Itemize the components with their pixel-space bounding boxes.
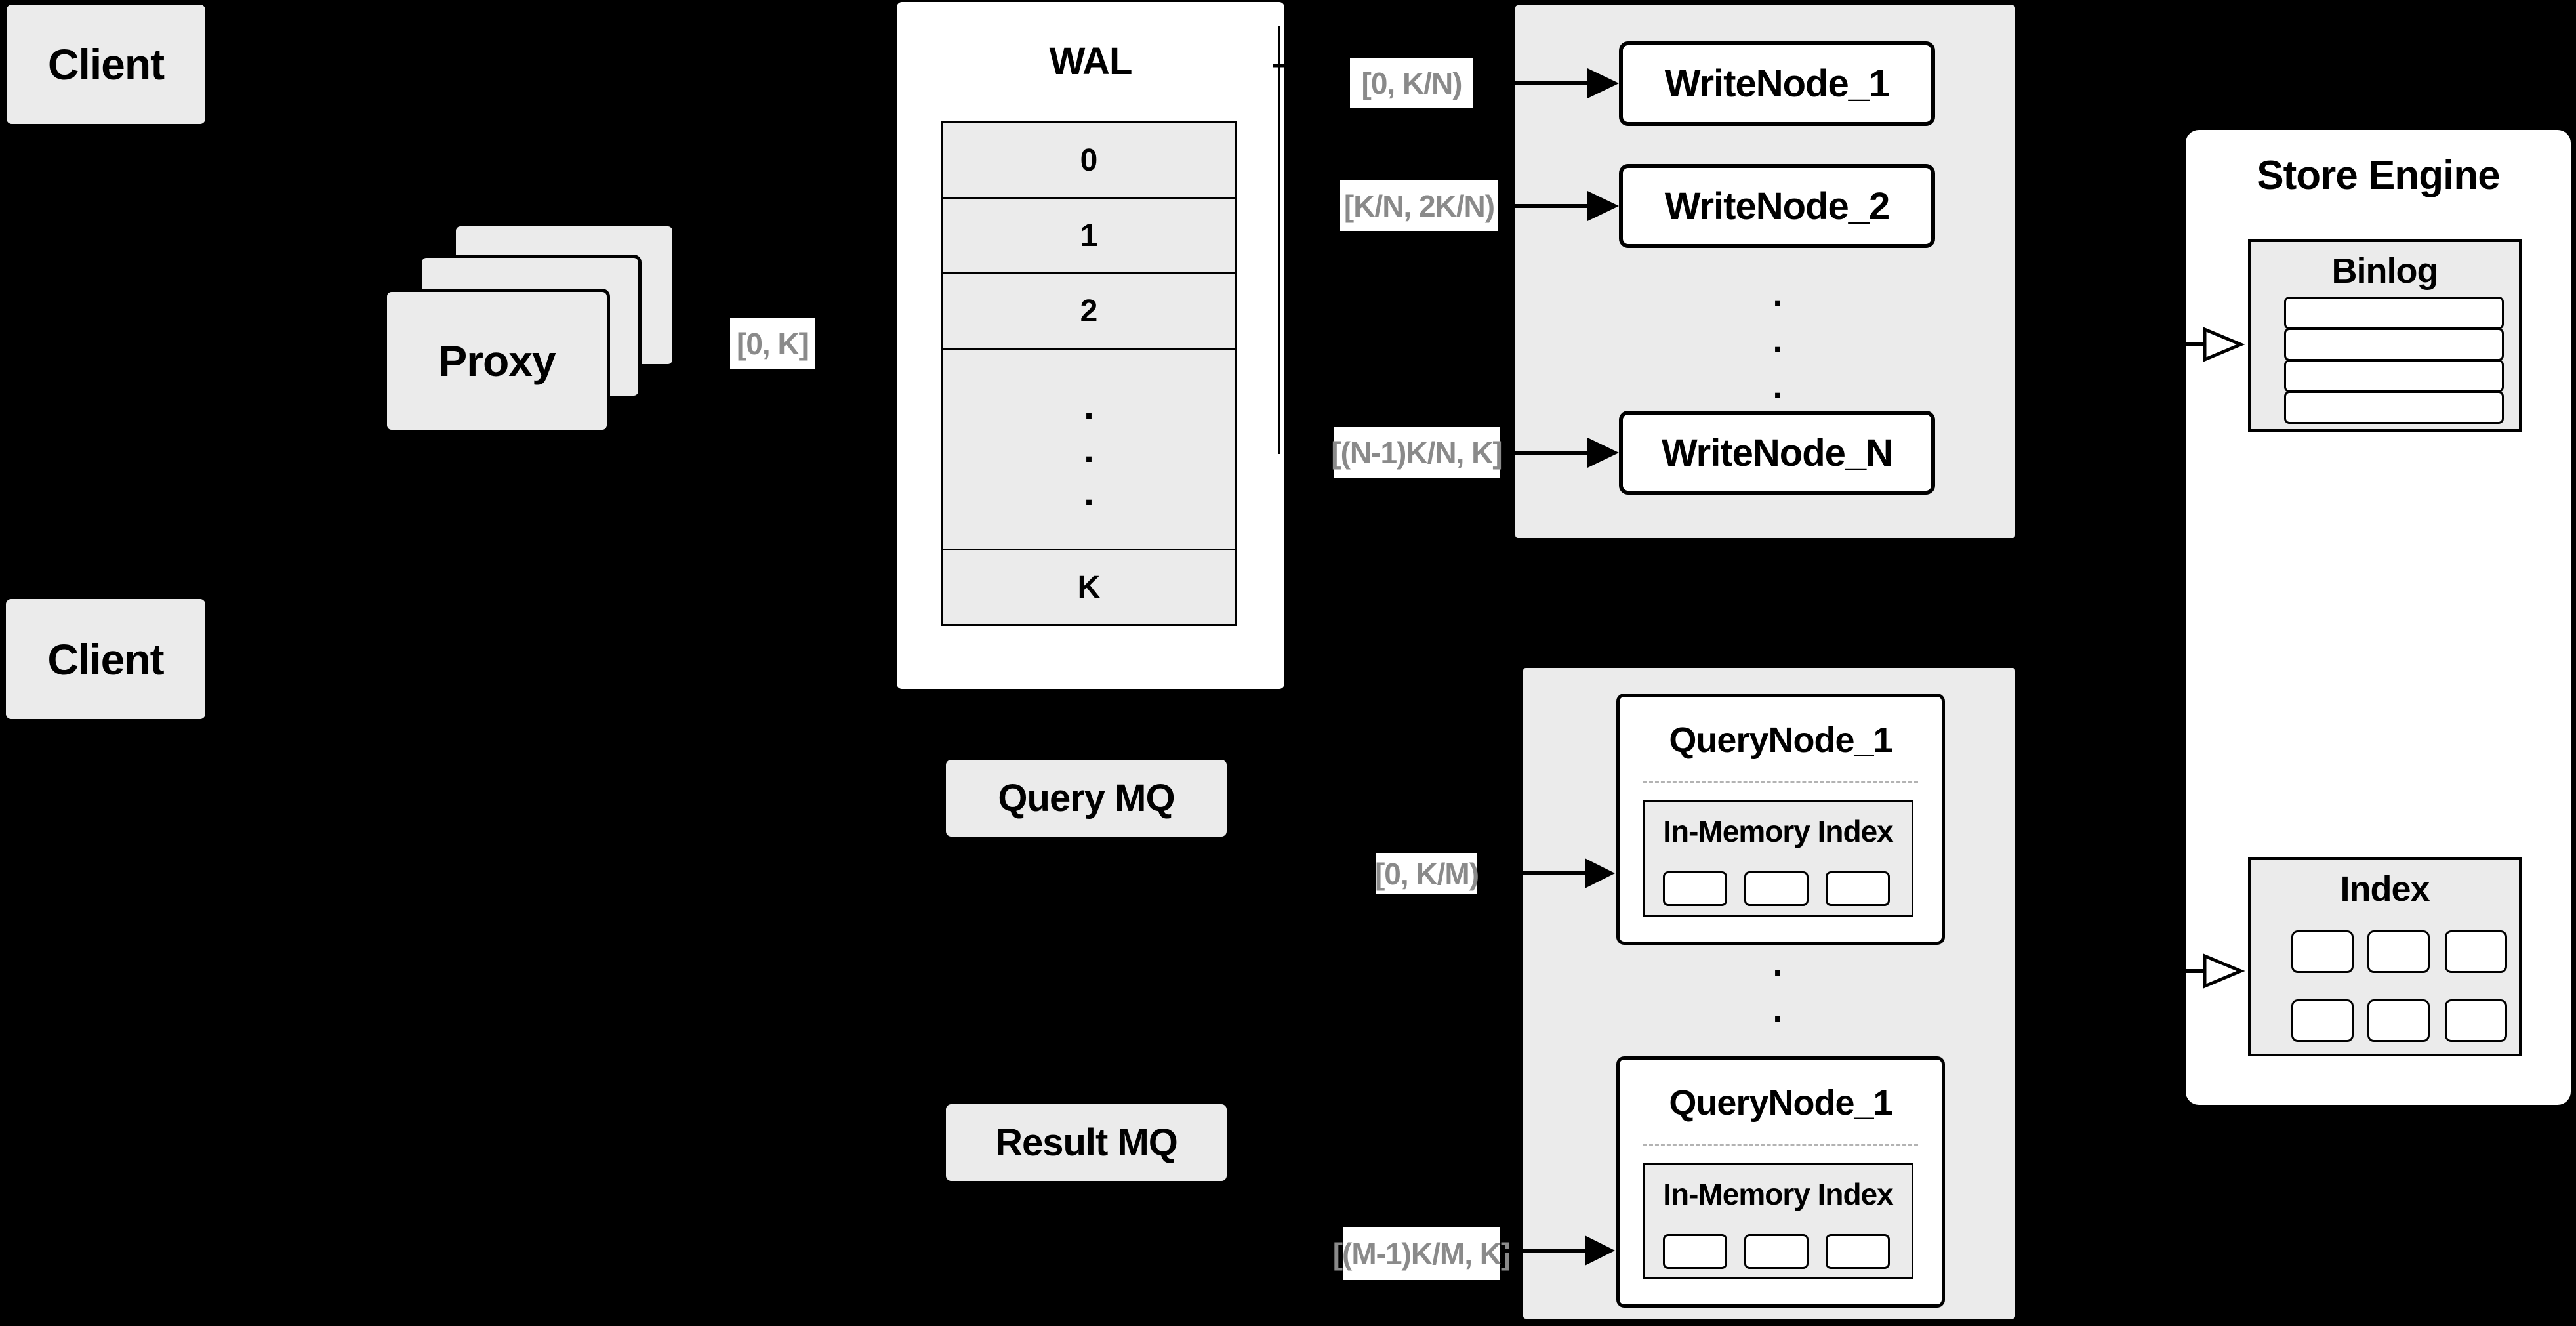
client-bottom-label: Client [47,634,164,684]
in-memory-index-box: In-Memory Index [1643,800,1913,917]
memory-cell [1744,871,1809,906]
write-node-1: WriteNode_1 [1619,41,1935,126]
store-engine-title: Store Engine [2186,146,2571,205]
index-title: Index [2248,866,2522,912]
range-label-write-node-n-text: [(N-1)K/N, K] [1331,435,1502,470]
index-cell [2291,930,2354,973]
query-node-top-title: QueryNode_1 [1620,709,1942,771]
binlog-row [2284,297,2504,329]
ellipsis-dot: . [1772,988,1783,1029]
binlog-title-text: Binlog [2331,251,2439,291]
index-cell [2367,930,2430,973]
client-box-bottom: Client [6,599,205,719]
binlog-row [2284,360,2504,392]
wal-row-1: 1 [943,199,1235,274]
ellipsis-dot: . [1084,471,1094,513]
binlog-title: Binlog [2248,248,2522,294]
query-node-bottom-title: QueryNode_1 [1620,1071,1942,1134]
query-node-top: QueryNode_1 In-Memory Index [1616,694,1945,945]
query-node-ellipsis: . . . [1745,945,1810,1073]
write-node-1-label: WriteNode_1 [1664,62,1890,105]
proxy-card-front: Proxy [384,289,610,433]
ellipsis-dot: . [1772,365,1783,406]
range-label-write-node-2: [K/N, 2K/N) [1340,180,1498,231]
client-top-label: Client [47,40,165,89]
ellipsis-dot: . [1772,942,1783,984]
ellipsis-dot: . [1772,319,1783,360]
dashed-separator [1643,1144,1918,1146]
range-label-query-node-1-text: [0, K/M) [1374,856,1479,891]
wal-table: 0 1 2 . . . K [941,121,1237,626]
range-label-query-node-m: [(M-1)K/M, K] [1333,1227,1511,1280]
dashed-separator [1643,781,1918,783]
wal-row-2-text: 2 [1080,293,1098,329]
query-node-top-title-text: QueryNode_1 [1669,720,1892,760]
wal-row-0-text: 0 [1080,142,1098,178]
wal-row-1-text: 1 [1080,218,1098,253]
range-label-write-node-n: [(N-1)K/N, K] [1331,427,1503,478]
ellipsis-dot: . [1772,273,1783,314]
query-node-bottom: QueryNode_1 In-Memory Index [1616,1056,1945,1308]
memory-cell [1826,871,1890,906]
index-cell [2445,999,2507,1042]
index-cell [2291,999,2354,1042]
in-memory-index-box: In-Memory Index [1643,1163,1913,1279]
result-mq-label: Result MQ [995,1121,1178,1164]
range-label-write-node-2-text: [K/N, 2K/N) [1343,188,1495,223]
store-engine-title-text: Store Engine [2257,152,2500,198]
range-label-write-node-1: [0, K/N) [1350,58,1473,108]
in-memory-index-title: In-Memory Index [1645,1171,1912,1217]
range-label-query-node-1: [0, K/M) [1374,853,1479,894]
in-memory-index-title-text: In-Memory Index [1663,1177,1894,1211]
wal-title-text: WAL [1049,39,1133,83]
in-memory-index-title: In-Memory Index [1645,808,1912,854]
wal-title: WAL [897,31,1284,91]
result-mq-box: Result MQ [946,1104,1227,1181]
query-node-bottom-title-text: QueryNode_1 [1669,1083,1892,1123]
write-node-2: WriteNode_2 [1619,164,1935,248]
write-node-n: WriteNode_N [1619,411,1935,495]
wal-row-ellipsis: . . . [943,350,1235,550]
wal-row-0: 0 [943,123,1235,199]
binlog-row [2284,328,2504,361]
write-node-n-label: WriteNode_N [1661,431,1893,474]
proxy-label: Proxy [438,337,556,385]
memory-cell [1663,871,1727,906]
range-label-proxy-wal: [0, K] [730,318,815,369]
query-mq-box: Query MQ [946,760,1227,837]
wal-row-2: 2 [943,274,1235,350]
binlog-row [2284,391,2504,424]
index-cell [2367,999,2430,1042]
index-cell [2445,930,2507,973]
range-label-write-node-1-text: [0, K/N) [1361,66,1463,100]
query-mq-label: Query MQ [998,777,1175,819]
range-label-query-node-m-text: [(M-1)K/M, K] [1332,1236,1511,1271]
wal-row-k-text: K [1077,570,1101,605]
write-node-ellipsis: . . . [1745,276,1810,404]
memory-cell [1663,1234,1727,1269]
index-title-text: Index [2340,869,2430,909]
memory-cell [1826,1234,1890,1269]
range-label-proxy-wal-text: [0, K] [737,327,809,361]
ellipsis-dot: . [1084,428,1094,470]
client-box-top: Client [7,5,205,124]
ellipsis-dot: . [1084,384,1094,426]
memory-cell [1744,1234,1809,1269]
wal-row-k: K [943,550,1235,624]
in-memory-index-title-text: In-Memory Index [1663,814,1894,848]
write-node-2-label: WriteNode_2 [1664,184,1890,228]
